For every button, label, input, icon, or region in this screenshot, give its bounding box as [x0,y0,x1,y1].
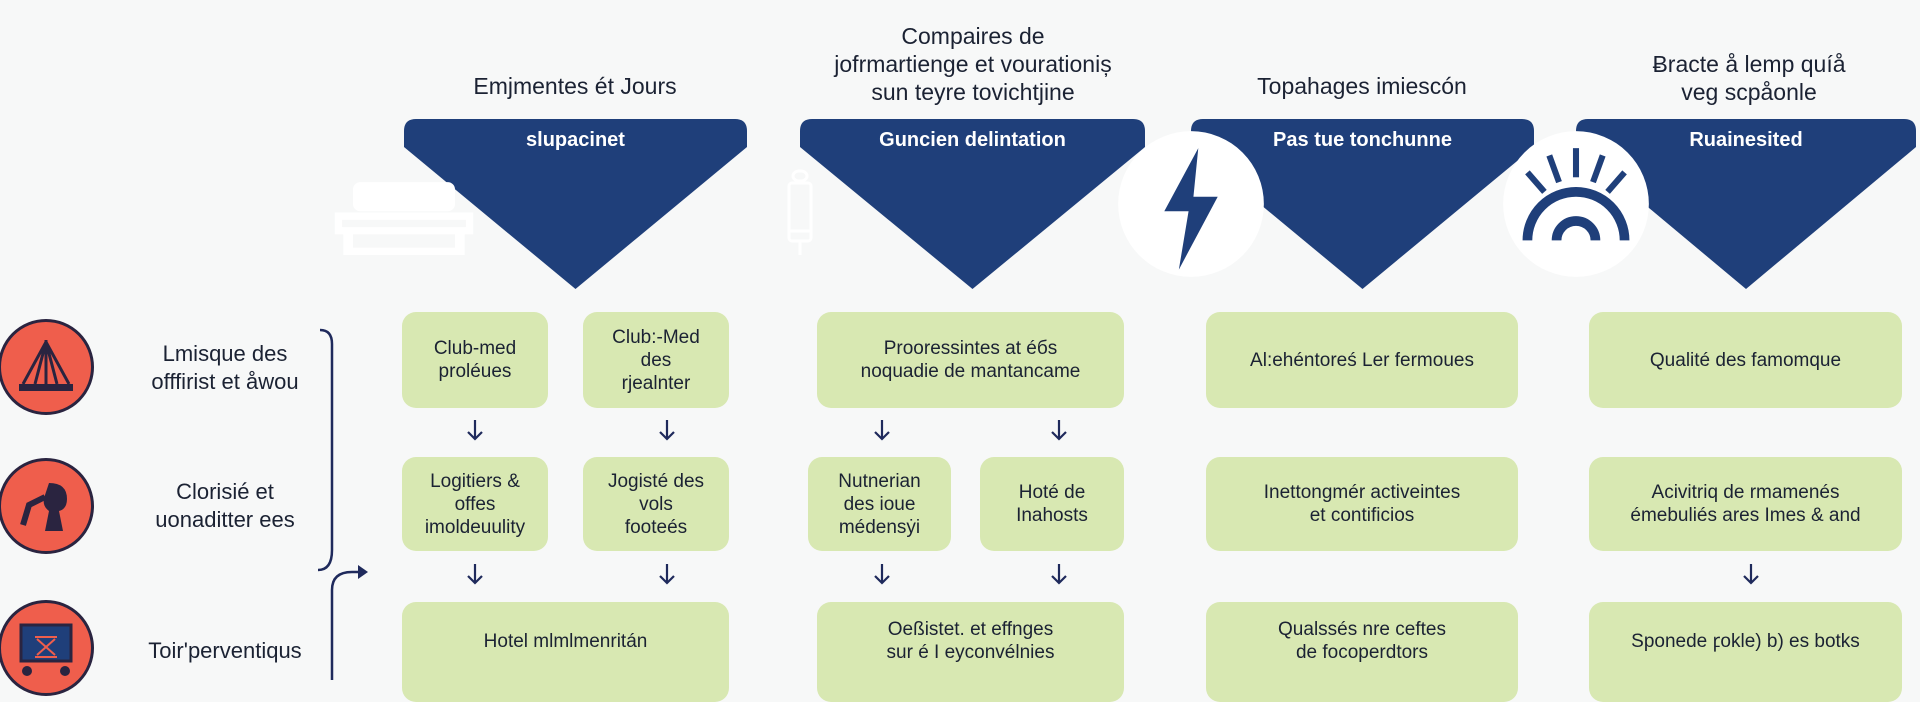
box-line: footeés [624,516,688,538]
side-label-2: Clorisié et uonaditter ees [120,478,330,534]
label-line: Clorisié et [176,479,274,504]
box-line: sur é I eyconvélnies [886,642,1055,663]
box-line: vols [639,493,673,515]
box-line: Inahosts [1016,505,1088,526]
title-line: sun teyre tovichtjine [871,79,1075,105]
box-line: et contificios [1309,505,1415,526]
title-line: Ƀracte å lemp quíå [1652,51,1846,77]
box-line: Oeßistet. et effnges [887,619,1054,640]
box-line: Qualssés nre ceftes [1278,619,1446,640]
label-line: uonaditter ees [155,507,295,532]
side-label-1: Lmisque des offfirist et åwou [120,340,330,396]
box-line: Club-med [433,338,517,359]
down-arrow-icon [467,420,483,441]
tent-icon [0,319,94,415]
box-line: Prooressintes at éбs [883,338,1058,359]
column-1-banner: slupacinet [334,119,747,289]
column-2-banner: Guncien delintation [787,119,1145,289]
banner-label: slupacinet [526,129,625,151]
column-1-title: Emjmentes ét Jours [425,72,725,100]
box-c4-r1: Qualité des famomque [1589,312,1902,408]
bracket-connector [318,328,368,680]
box-line: Nutnerian [838,470,921,492]
box-line: proléues [438,361,512,382]
column-2-title: Compaires de jofrmartienge et vourationi… [773,22,1173,106]
column-3-banner: Pas tue tonchunne [1118,119,1534,289]
down-arrow-icon [467,564,483,585]
box-line: Qualité des famomque [1649,349,1842,371]
box-line: Sponede ꝼokle) b) es botks [1631,630,1860,652]
box-line: Jogisté des [607,470,705,492]
title-line: veg scpåonle [1681,79,1817,105]
banner-label: Ruainesited [1689,129,1803,151]
side-label-3: Toir'perventiqus [120,637,330,665]
box-line: des [640,349,672,371]
label-line: offfirist et åwou [151,369,299,394]
down-arrow-icon [659,420,675,441]
box-line: Logitiers & [430,470,520,492]
column-4-banner: Ruainesited [1503,119,1916,289]
down-arrow-icon [1051,564,1067,585]
bed-icon [334,182,474,255]
box-line: Hotel mlmlmenritán [483,630,648,652]
megaphone-icon [0,458,94,554]
box-c3-r1: Al:ehéntoreś Ler fermoues [1206,312,1518,408]
lightning-icon [1118,131,1264,277]
box-c4-r3: Sponede ꝼokle) b) es botks [1589,602,1902,702]
box-line: Acivitriq de rmamenés [1651,482,1840,503]
banner-label: Guncien delintation [879,129,1066,151]
syringe-icon [787,169,813,255]
down-arrow-icon [1743,564,1759,585]
title-line: Compaires de [901,23,1045,49]
box-line: offes [454,493,496,515]
down-arrow-icon [874,564,890,585]
box-line: rjealnter [621,372,691,394]
box-line: émebuliés ares Imes & and [1630,505,1861,526]
title-line: Emjmentes ét Jours [473,73,677,99]
sunrise-icon [1503,131,1649,277]
title-line: Topahages imiescón [1257,73,1467,99]
box-line: des ioue [843,493,916,515]
box-line: Inettongmér activeintes [1263,482,1461,503]
box-line: Al:ehéntoreś Ler fermoues [1250,349,1474,371]
box-line: Hoté de [1018,482,1086,503]
banner-label: Pas tue tonchunne [1273,129,1452,151]
presentation-icon [0,600,94,696]
box-line: médensẏi [838,516,921,538]
down-arrow-icon [874,420,890,441]
column-4-title: Ƀracte å lemp quíå veg scpåonle [1599,50,1899,106]
box-line: noquadie de mantancame [860,361,1081,382]
down-arrow-icon [659,564,675,585]
box-c1-r3: Hotel mlmlmenritán [402,602,729,702]
column-3-title: Topahages imiescón [1212,72,1512,100]
label-line: Lmisque des [162,341,288,366]
box-line: Club:-Med [612,326,700,348]
box-line: de focoperdtors [1295,642,1428,663]
down-arrow-icon [1051,420,1067,441]
box-line: imoldeuulity [424,516,526,538]
label-line: Toir'perventiqus [148,638,302,663]
title-line: jofrmartienge et vourationiș [834,51,1112,77]
